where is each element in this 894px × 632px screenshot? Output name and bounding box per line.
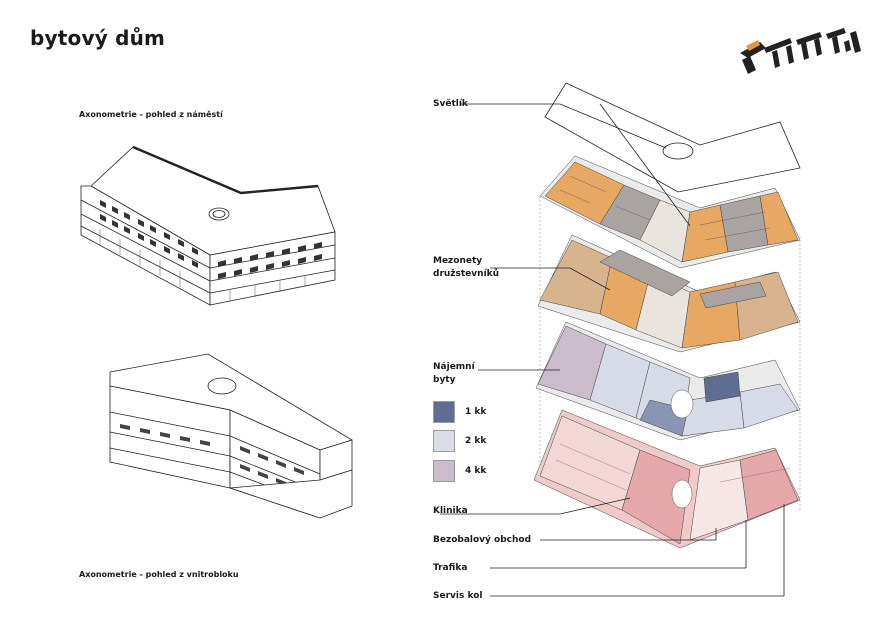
label-rental-line2: byty <box>433 375 456 385</box>
building-axonometry-square-view <box>80 145 336 306</box>
site-plan-icon <box>740 28 861 74</box>
label-clinic: Klinika <box>433 506 468 516</box>
legend-label-1kk: 1 kk <box>465 407 487 417</box>
label-skylight: Světlík <box>433 99 468 109</box>
legend-item-1kk: 1 kk <box>433 401 486 423</box>
floor-ground-commercial <box>533 409 801 549</box>
floor-rental-flats <box>535 321 801 441</box>
legend-label-2kk: 2 kk <box>465 436 487 446</box>
label-newsstand: Trafika <box>433 563 468 573</box>
callout-leaders <box>440 103 785 597</box>
label-maisonettes-line1: Mezonety <box>433 256 483 266</box>
legend-swatch-4kk <box>433 460 455 482</box>
floor-maisonettes-upper <box>539 155 801 269</box>
legend-item-4kk: 4 kk <box>433 460 486 482</box>
caption-top-view: Axonometrie - pohled z náměstí <box>79 110 223 119</box>
legend-item-2kk: 2 kk <box>433 430 486 452</box>
label-zero-waste-shop: Bezobalový obchod <box>433 535 532 545</box>
label-bike-service: Servis kol <box>433 591 483 601</box>
building-axonometry-courtyard-view <box>109 353 353 519</box>
skylight-slab <box>544 82 801 193</box>
legend-label-4kk: 4 kk <box>465 466 487 476</box>
legend-swatch-2kk <box>433 430 455 452</box>
page-title: bytový dům <box>30 26 166 50</box>
label-rental-line1: Nájemní <box>433 362 475 372</box>
label-maisonettes-line2: družstevníků <box>433 269 500 279</box>
floor-maisonettes-lower <box>537 234 801 353</box>
caption-courtyard-view: Axonometrie - pohled z vnitrobloku <box>79 570 239 579</box>
legend-swatch-1kk <box>433 401 455 423</box>
exploded-floor-stack <box>533 82 801 549</box>
